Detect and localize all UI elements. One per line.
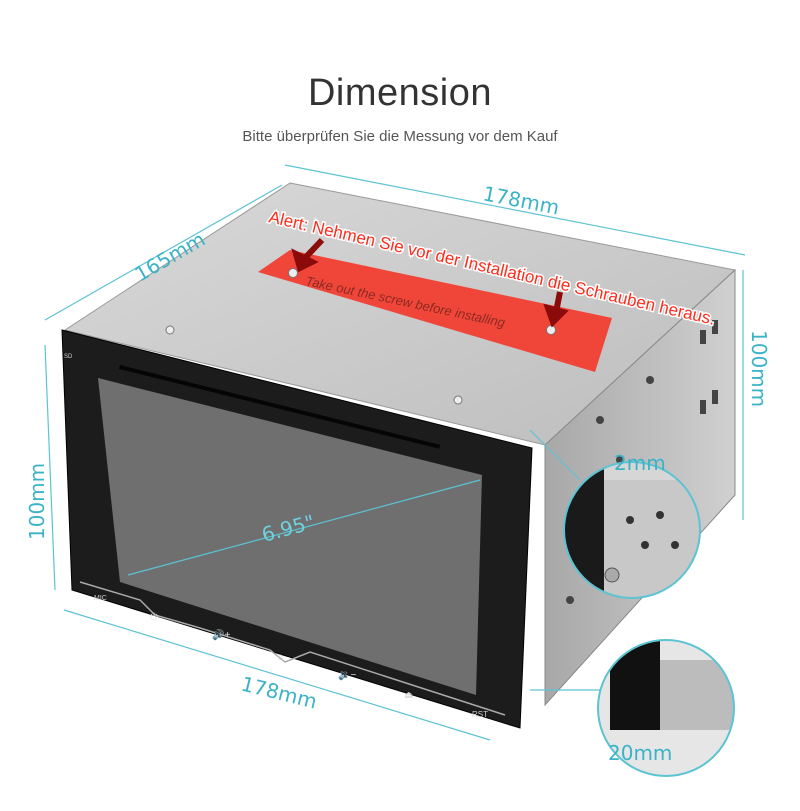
power-icon[interactable]: ⏻ bbox=[150, 612, 158, 623]
front-width-label: 178mm bbox=[239, 672, 320, 714]
home-icon[interactable]: ⌂ bbox=[278, 652, 284, 663]
arrow-icon bbox=[543, 291, 569, 328]
front-width-line bbox=[63, 609, 491, 741]
bezel-detail-inset bbox=[597, 639, 735, 777]
screw bbox=[453, 395, 463, 405]
bracket-gap-label: 2mm bbox=[614, 451, 666, 475]
volume-down-icon[interactable]: 🔉− bbox=[338, 670, 356, 681]
warning-label bbox=[258, 250, 612, 372]
rst-label: RST bbox=[472, 710, 488, 719]
bracket-detail-inset bbox=[563, 461, 701, 599]
disc-slot bbox=[119, 365, 441, 449]
page-title: Dimension bbox=[307, 72, 493, 114]
depth-line bbox=[44, 184, 283, 321]
screw bbox=[546, 325, 556, 335]
eject-icon[interactable]: ⏏ bbox=[404, 690, 413, 701]
front-height-label: 100mm bbox=[25, 463, 49, 540]
top-width-line bbox=[284, 164, 746, 256]
screen-diagonal-line bbox=[127, 479, 481, 576]
volume-up-icon[interactable]: 🔊+ bbox=[212, 628, 230, 641]
mic-label: MIC bbox=[94, 595, 107, 602]
screw bbox=[165, 325, 175, 335]
bezel-trim bbox=[79, 581, 506, 716]
front-height-line bbox=[44, 344, 56, 591]
top-width-label: 178mm bbox=[481, 181, 561, 219]
side-height-label: 100mm bbox=[747, 330, 771, 407]
bezel-depth-label: 20mm bbox=[608, 741, 672, 765]
arrow-icon bbox=[291, 237, 325, 273]
sd-label: SD bbox=[64, 354, 73, 360]
page-subtitle: Bitte überprüfen Sie die Messung vor dem… bbox=[242, 128, 558, 145]
screw bbox=[288, 268, 298, 278]
screen bbox=[98, 378, 482, 695]
